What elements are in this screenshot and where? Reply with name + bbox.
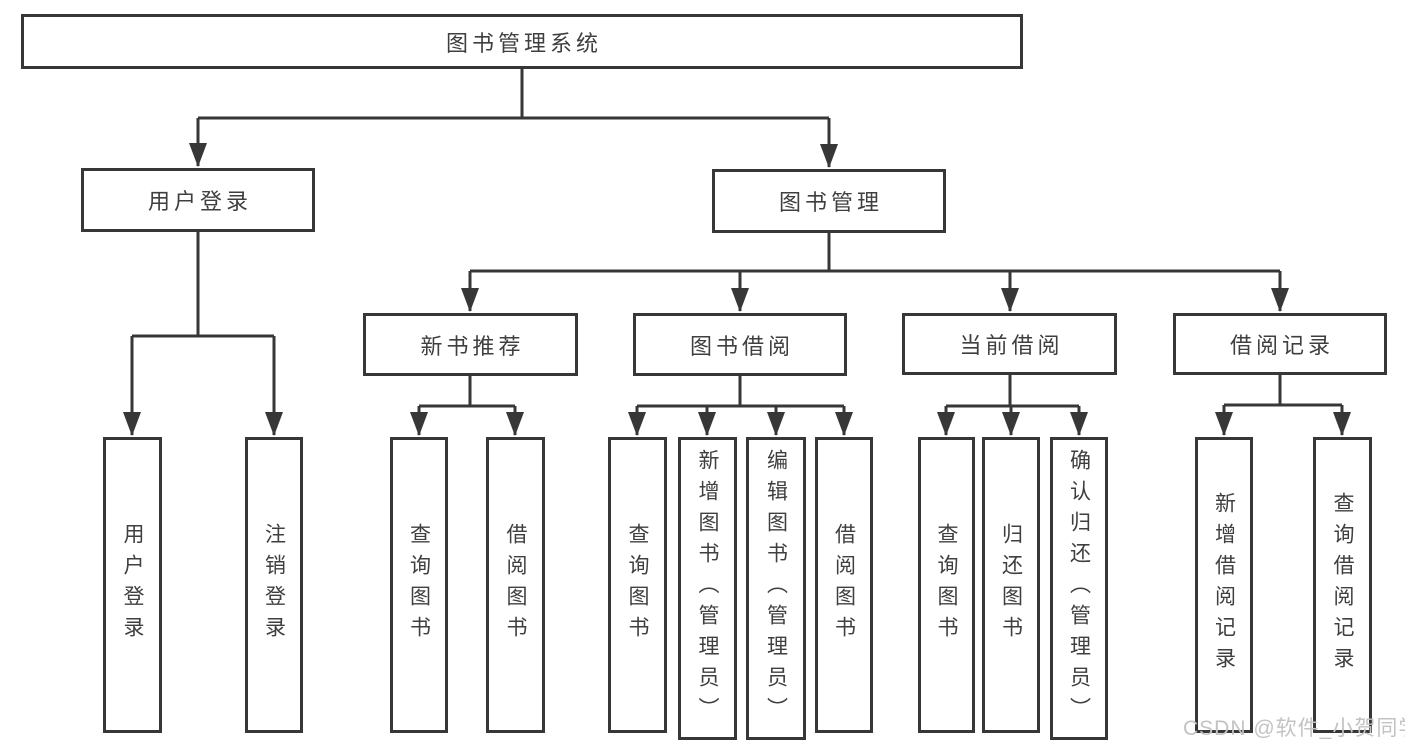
leaf-user-login: 用户登录 <box>103 437 162 733</box>
leaf-label: 查询图书 <box>407 523 431 647</box>
leaf-bb-add-books-admin: 新增图书（管理员） <box>678 437 737 740</box>
leaf-label: 新增图书（管理员） <box>696 449 719 728</box>
leaf-nb-borrow-books: 借阅图书 <box>486 437 545 733</box>
leaf-bb-borrow-books: 借阅图书 <box>815 437 873 733</box>
leaf-label: 用户登录 <box>121 523 144 647</box>
leaf-label: 查询借阅记录 <box>1331 492 1354 678</box>
leaf-label: 编辑图书（管理员） <box>764 449 788 728</box>
node-book-management: 图书管理 <box>712 169 946 233</box>
node-library-system: 图书管理系统 <box>21 14 1023 69</box>
leaf-cb-return-books: 归还图书 <box>982 437 1040 733</box>
node-user-login: 用户登录 <box>81 168 315 232</box>
leaf-label: 查询图书 <box>626 523 649 647</box>
leaf-bb-edit-books-admin: 编辑图书（管理员） <box>746 437 806 740</box>
leaf-label: 查询图书 <box>935 523 958 647</box>
leaf-label: 新增借阅记录 <box>1212 492 1236 678</box>
node-current-borrowing: 当前借阅 <box>902 313 1117 375</box>
leaf-label: 借阅图书 <box>504 523 527 647</box>
node-book-borrowing: 图书借阅 <box>633 313 847 376</box>
leaf-bb-query-books: 查询图书 <box>608 437 667 733</box>
leaf-cb-confirm-return-admin: 确认归还（管理员） <box>1050 437 1108 740</box>
leaf-nb-query-books: 查询图书 <box>390 437 448 733</box>
leaf-label: 注销登录 <box>262 523 286 647</box>
leaf-logout: 注销登录 <box>245 437 303 733</box>
leaf-label: 确认归还（管理员） <box>1067 449 1091 728</box>
leaf-br-add-record: 新增借阅记录 <box>1195 437 1253 733</box>
leaf-label: 归还图书 <box>999 523 1023 647</box>
leaf-label: 借阅图书 <box>832 523 856 647</box>
node-new-book-recommend: 新书推荐 <box>363 313 578 376</box>
leaf-br-query-record: 查询借阅记录 <box>1313 437 1372 733</box>
watermark: CSDN @软件_小贺同学 <box>1183 717 1405 740</box>
node-borrowing-records: 借阅记录 <box>1173 313 1387 375</box>
leaf-cb-query-books: 查询图书 <box>918 437 975 733</box>
